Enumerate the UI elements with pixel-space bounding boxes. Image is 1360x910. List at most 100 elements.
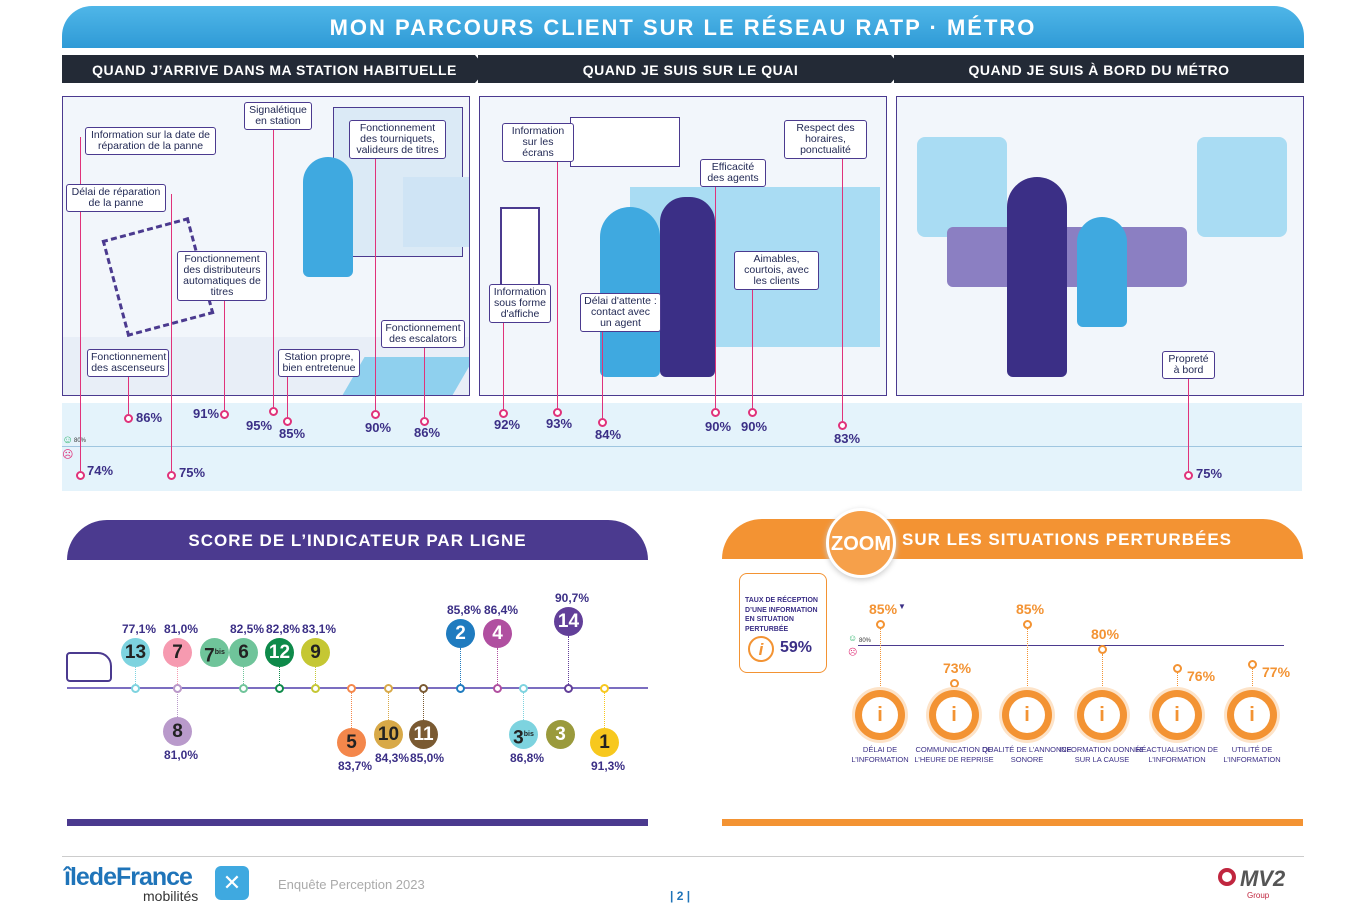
journey-label: Aimables, courtois, avec les clients	[734, 251, 819, 290]
line-badge-5[interactable]: 5	[337, 728, 366, 757]
pin-line	[128, 359, 129, 414]
line-station-dot	[564, 684, 573, 693]
line-score: 85,0%	[410, 751, 445, 765]
sad-icon: ☹	[62, 449, 74, 461]
line-score: 81,0%	[164, 748, 199, 762]
line-station-dot	[131, 684, 140, 693]
zoom-icon-5: i	[1227, 690, 1277, 740]
line-badge-2[interactable]: 2	[446, 619, 475, 648]
line-number: 9	[310, 642, 321, 663]
idfm-logo-sub: mobilités	[143, 888, 199, 904]
pin-line	[842, 130, 843, 421]
pin-dot	[124, 414, 133, 423]
journey-value: 91%	[193, 406, 220, 421]
journey-value: 75%	[1196, 466, 1223, 481]
line-badge-3bis[interactable]: 3bis	[509, 720, 538, 749]
zoom-value: 76%	[1187, 668, 1216, 684]
journey-label: Respect des horaires, ponctualité	[784, 120, 867, 159]
line-number: 12	[268, 642, 291, 663]
line-number: 6	[238, 642, 249, 663]
journey-label: Fonctionnement des tourniquets, valideur…	[349, 120, 446, 159]
journey-label: Station propre, bien entretenue	[278, 349, 360, 377]
line-score: 84,3%	[375, 751, 410, 765]
journey-label: Fonctionnement des distributeurs automat…	[177, 251, 267, 301]
journey-value: 85%	[279, 426, 306, 441]
line-badge-13[interactable]: 13	[121, 638, 150, 667]
line-suffix: bis	[214, 649, 225, 656]
line-number: 11	[413, 724, 434, 745]
line-badge-9[interactable]: 9	[301, 638, 330, 667]
zoom-dot	[1023, 620, 1032, 629]
zoom-icon-3: i	[1077, 690, 1127, 740]
idfm-logo: îledeFrance	[64, 863, 193, 891]
line-station-dot	[239, 684, 248, 693]
section-bord: QUAND JE SUIS À BORD DU MÉTRO	[894, 55, 1304, 83]
journey-label: Délai de réparation de la panne	[66, 184, 166, 212]
survey-name: Enquête Perception 2023	[278, 877, 425, 892]
line-score: 85,8%	[447, 603, 482, 617]
info-icon: i	[1159, 697, 1195, 733]
zoom-badge: ZOOM	[826, 508, 896, 578]
journey-label: Signalétique en station	[244, 102, 312, 130]
zoom-label: COMMUNICATION DE L’HEURE DE REPRISE	[914, 745, 994, 764]
line-badge-10[interactable]: 10	[374, 720, 403, 749]
zoom-label: INFORMATION DONNÉE SUR LA CAUSE	[1058, 745, 1146, 764]
zoom-connector	[880, 629, 881, 690]
journey-label: Information sous forme d'affiche	[489, 284, 551, 323]
line-number: 3	[555, 724, 566, 745]
line-badge-3[interactable]: 3	[546, 720, 575, 749]
zoom-dot	[876, 620, 885, 629]
zoom-connector	[1027, 629, 1028, 690]
line-score: 86,4%	[484, 603, 519, 617]
zoom-icon-0: i	[855, 690, 905, 740]
section-quai: QUAND JE SUIS SUR LE QUAI	[478, 55, 903, 83]
quai-illustration	[479, 96, 887, 396]
zoom-value: 73%	[943, 660, 972, 676]
reception-box: TAUX DE RÉCEPTION D’UNE INFORMATION EN S…	[739, 573, 827, 673]
line-number: 7	[204, 645, 215, 667]
line-score: 77,1%	[122, 622, 157, 636]
pin-line	[224, 261, 225, 410]
pin-line	[287, 359, 288, 417]
line-connector	[243, 667, 244, 684]
zoom-value: 85%	[1016, 601, 1045, 617]
lines-panel: SCORE DE L’INDICATEUR PAR LIGNE	[67, 520, 648, 560]
pin-dot	[711, 408, 720, 417]
journey-label: Propreté à bord	[1162, 351, 1215, 379]
line-connector	[523, 692, 524, 720]
line-station-dot	[456, 684, 465, 693]
zoom-connector	[954, 688, 955, 690]
info-icon: i	[1009, 697, 1045, 733]
zoom-threshold-label: 80%	[859, 638, 872, 644]
line-number: 5	[346, 732, 357, 753]
line-badge-7[interactable]: 7	[163, 638, 192, 667]
info-icon: i	[1084, 697, 1120, 733]
line-badge-6[interactable]: 6	[229, 638, 258, 667]
line-number: 10	[377, 724, 400, 745]
zoom-icon-1: i	[929, 690, 979, 740]
line-badge-14[interactable]: 14	[554, 607, 583, 636]
pin-dot	[76, 471, 85, 480]
line-badge-8[interactable]: 8	[163, 717, 192, 746]
journey-value: 83%	[834, 431, 861, 446]
line-badge-1[interactable]: 1	[590, 728, 619, 757]
line-badge-11[interactable]: 11	[409, 720, 438, 749]
mv2-logo-sub: Group	[1247, 891, 1270, 900]
zoom-dot	[1173, 664, 1182, 673]
line-badge-12[interactable]: 12	[265, 638, 294, 667]
line-badge-4[interactable]: 4	[483, 619, 512, 648]
line-number: 7	[172, 642, 183, 663]
line-score: 83,1%	[302, 622, 337, 636]
zoom-value: 80%	[1091, 626, 1120, 642]
pin-line	[375, 130, 376, 410]
line-suffix: bis	[523, 731, 534, 738]
pin-dot	[269, 407, 278, 416]
line-station-dot	[311, 684, 320, 693]
line-connector	[604, 692, 605, 728]
zoom-icon-4: i	[1152, 690, 1202, 740]
info-icon: i	[748, 636, 774, 662]
zoom-dot	[950, 679, 959, 688]
line-connector	[177, 692, 178, 717]
line-badge-7bis[interactable]: 7bis	[200, 638, 229, 667]
zoom-footer-bar	[722, 819, 1303, 826]
